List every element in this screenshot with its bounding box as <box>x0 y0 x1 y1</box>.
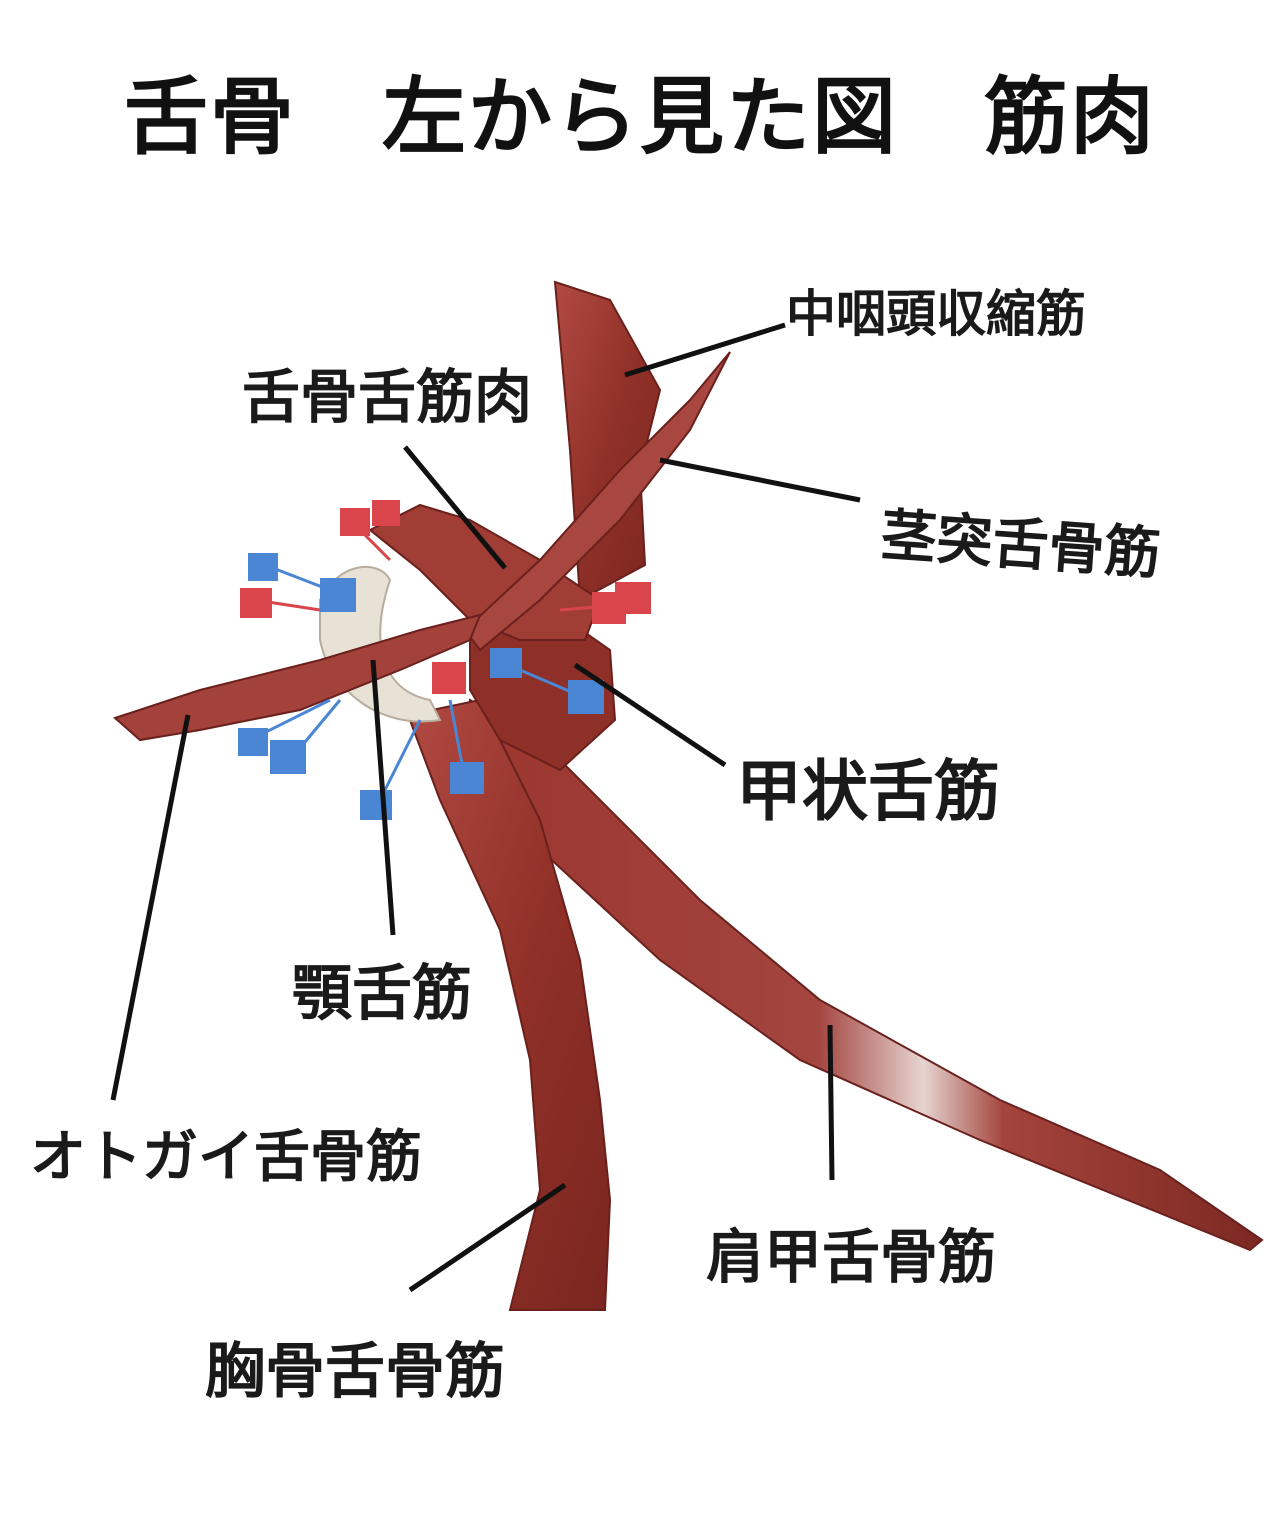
leader-sternohyoid <box>408 1182 567 1293</box>
stylohyoid-muscle <box>463 351 731 652</box>
sternohyoid-muscle <box>406 698 612 1311</box>
leader-stylohyoid <box>659 457 861 503</box>
leader-omohyoid <box>827 1024 835 1181</box>
label-genioglossus: 顎舌筋 <box>292 959 472 1029</box>
leader-hyoglossus <box>403 445 507 570</box>
leader-thyrohyoid <box>573 662 727 768</box>
label-middle-constrictor: 中咽頭収縮筋 <box>786 285 1086 343</box>
label-hyoglossus: 舌骨舌筋肉 <box>242 363 533 431</box>
label-sternohyoid: 胸骨舌骨筋 <box>205 1337 505 1407</box>
leader-genioglossus <box>370 659 396 936</box>
label-thyrohyoid: 甲状舌筋 <box>736 753 1000 830</box>
label-omohyoid: 肩甲舌骨筋 <box>706 1223 997 1291</box>
page-title: 舌骨 左から見た図 筋肉 <box>123 68 1156 166</box>
label-geniohyoid: オトガイ舌骨筋 <box>30 1125 422 1190</box>
leader-geniohyoid <box>110 714 191 1101</box>
attachment-markers <box>238 500 651 820</box>
leader-middle-constrictor <box>624 322 786 378</box>
geniohyoid-muscle <box>113 613 482 742</box>
